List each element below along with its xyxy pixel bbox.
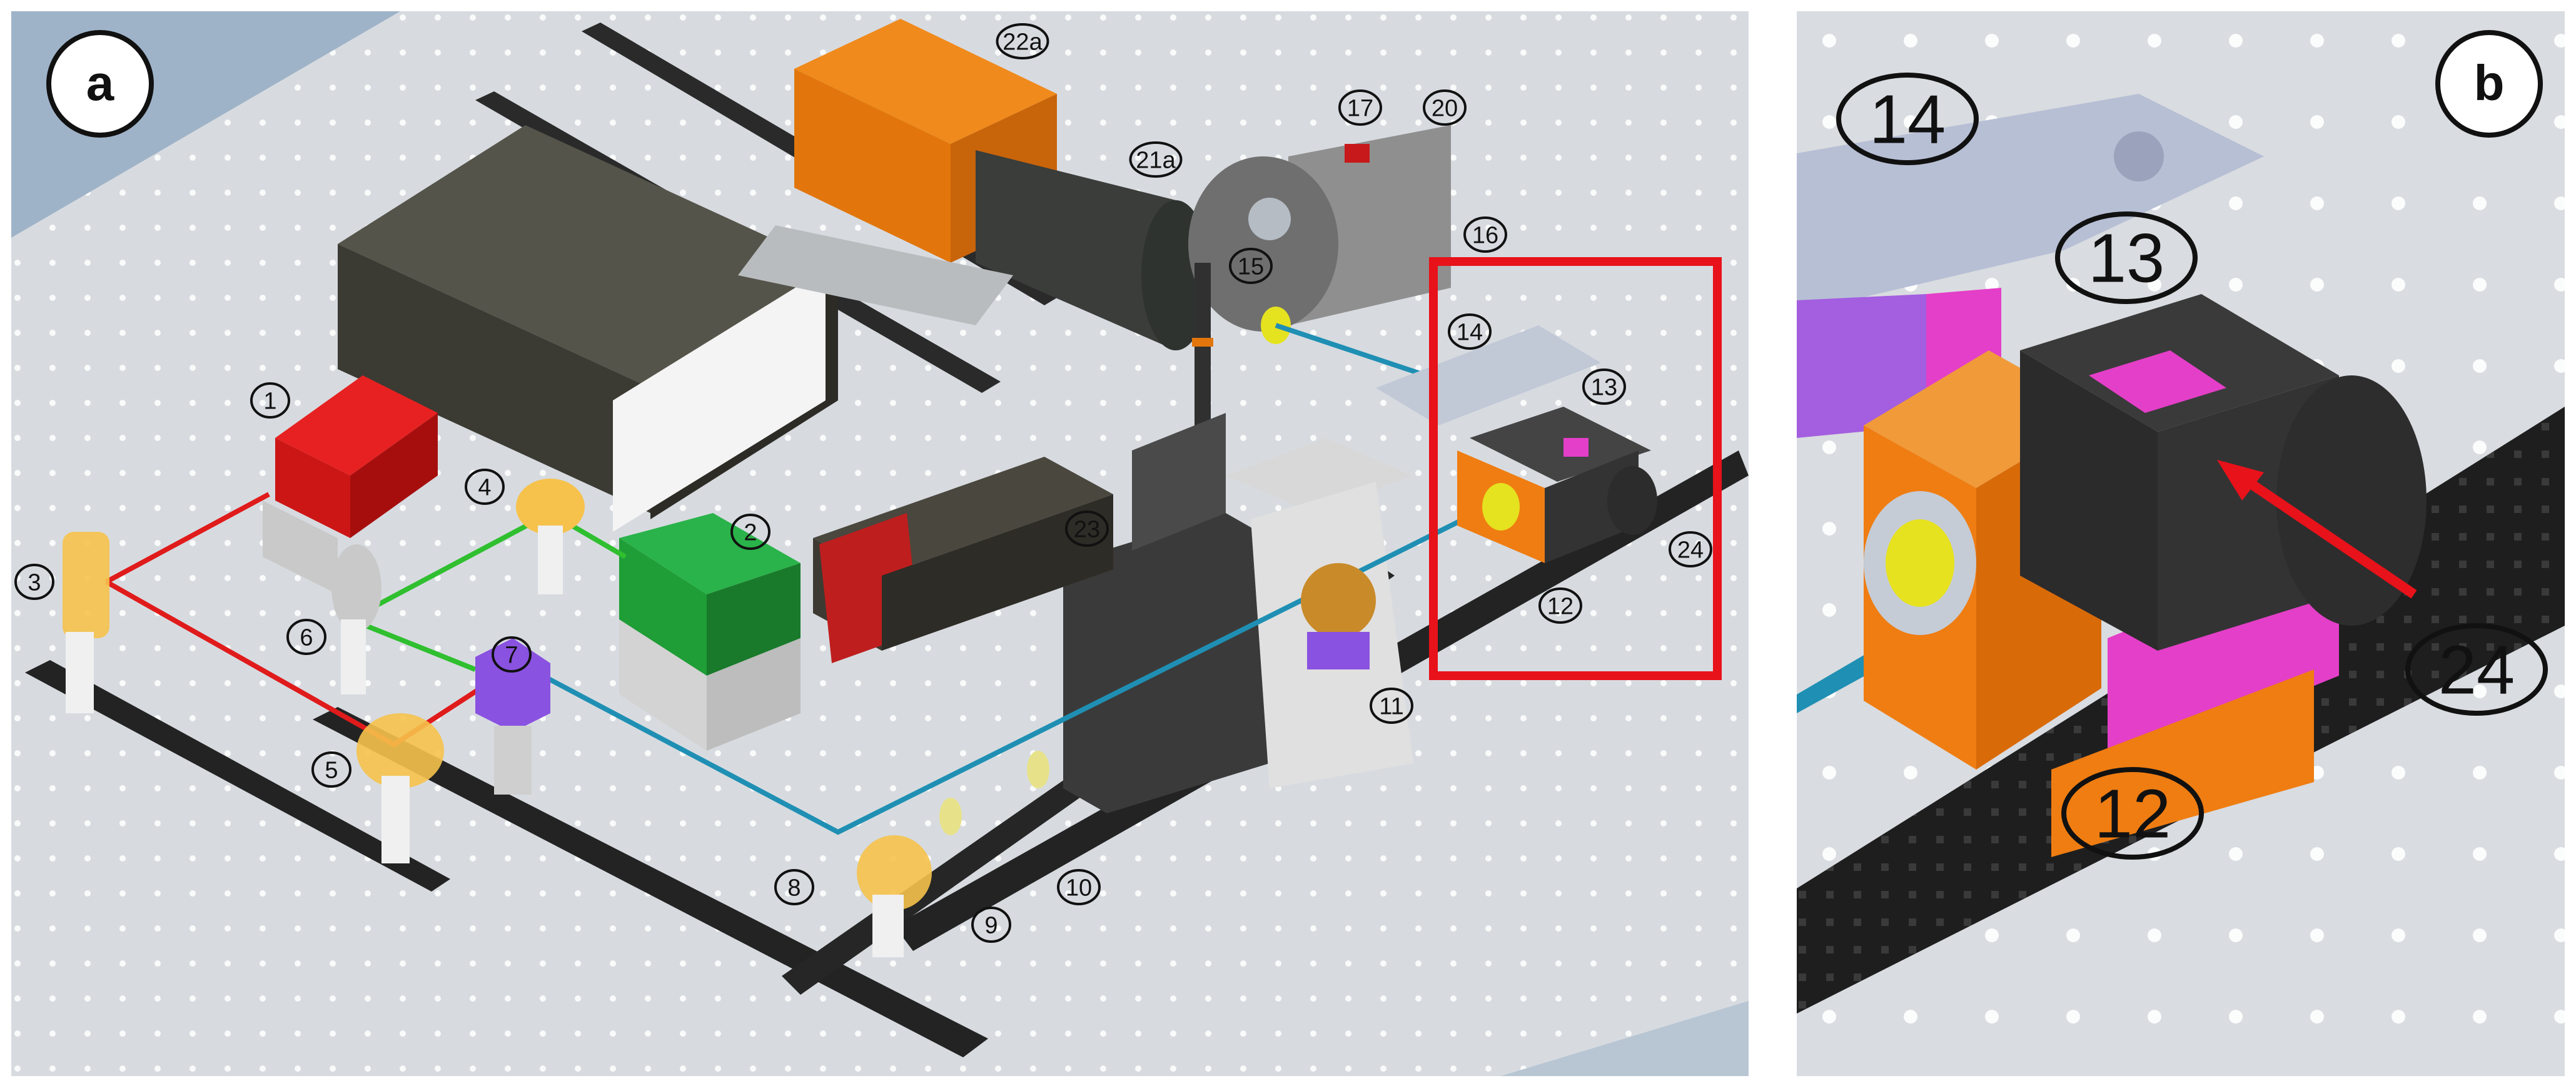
callout-ring-13 xyxy=(2055,211,2198,304)
callout-ring-24 xyxy=(1669,531,1712,567)
callout-ring-10 xyxy=(1057,869,1101,905)
callout-ring-22a xyxy=(996,23,1049,59)
callout-ring-20 xyxy=(1423,89,1467,126)
callout-21a: 21a xyxy=(1136,147,1176,173)
callout-14: 14 xyxy=(1869,81,1946,158)
callout-ring-12 xyxy=(1538,587,1582,624)
panel-b: 14 13 24 12 b xyxy=(1797,11,2565,1076)
element-23 xyxy=(813,457,1113,663)
callout-10: 10 xyxy=(1066,875,1092,901)
callout-ring-23 xyxy=(1065,511,1109,547)
callout-7: 7 xyxy=(505,642,518,668)
callout-ring-14 xyxy=(1836,73,1979,165)
callout-5: 5 xyxy=(325,757,338,783)
callout-ring-24 xyxy=(2405,623,2548,716)
callout-23: 23 xyxy=(1074,516,1100,542)
callout-3: 3 xyxy=(28,569,41,596)
callout-6: 6 xyxy=(300,624,313,651)
highlight-box xyxy=(1429,257,1722,680)
optic-5 xyxy=(356,713,444,788)
callout-ring-8 xyxy=(774,869,814,905)
callout-11: 11 xyxy=(1379,693,1403,719)
callout-ring-21a xyxy=(1129,141,1183,178)
svg-text:a: a xyxy=(86,55,114,111)
arrow-24 xyxy=(2217,460,2417,599)
optic-11 xyxy=(1301,563,1376,638)
callout-ring-14 xyxy=(1448,313,1492,350)
callout-9: 9 xyxy=(984,912,998,938)
callouts-b: 14 13 24 12 xyxy=(1836,73,2548,860)
optic-9 xyxy=(939,798,962,835)
optics xyxy=(63,479,1376,957)
callout-ring-5 xyxy=(311,751,351,788)
callout-22a: 22a xyxy=(1003,29,1043,55)
svg-text:b: b xyxy=(2474,55,2505,111)
cube-13 xyxy=(2020,294,2427,651)
callout-13: 13 xyxy=(1591,374,1617,400)
callout-ring-4 xyxy=(465,469,505,505)
callout-ring-16 xyxy=(1463,216,1507,253)
callout-ring-12 xyxy=(2061,767,2204,860)
callout-1: 1 xyxy=(263,388,276,414)
callout-ring-15 xyxy=(1229,248,1273,284)
callout-20: 20 xyxy=(1432,95,1458,121)
optic-3 xyxy=(63,532,109,638)
optic-6 xyxy=(331,544,381,632)
spectrometer-16 xyxy=(1188,125,1451,332)
callout-16: 16 xyxy=(1472,222,1498,248)
callout-12: 12 xyxy=(2094,776,2171,853)
callout-15: 15 xyxy=(1238,253,1264,280)
callout-24: 24 xyxy=(1677,537,1704,563)
badge-b: b xyxy=(2435,30,2543,138)
callout-ring-11 xyxy=(1370,688,1413,724)
callout-ring-2 xyxy=(730,514,770,550)
callout-ring-17 xyxy=(1338,89,1382,126)
callout-14: 14 xyxy=(1457,319,1483,345)
dark-housing xyxy=(338,125,838,532)
callout-ring-7 xyxy=(492,636,532,673)
callout-12: 12 xyxy=(1547,593,1573,619)
laser-1-red xyxy=(263,375,438,594)
callout-ring-6 xyxy=(286,619,326,655)
callout-4: 4 xyxy=(478,474,491,501)
callout-2: 2 xyxy=(744,519,757,546)
callout-ring-9 xyxy=(971,907,1011,943)
post-15 xyxy=(1192,263,1291,501)
camera-22a xyxy=(738,19,1210,350)
callout-17: 17 xyxy=(1347,95,1373,121)
callout-ring-1 xyxy=(250,382,290,419)
callout-ring-3 xyxy=(14,564,54,600)
callout-8: 8 xyxy=(787,875,801,901)
optic-4 xyxy=(516,479,585,535)
optic-8 xyxy=(857,835,932,910)
callout-13: 13 xyxy=(2088,220,2164,297)
optic-10 xyxy=(1027,751,1049,788)
badge-a: a xyxy=(46,30,154,138)
callout-24: 24 xyxy=(2438,632,2515,709)
callout-ring-13 xyxy=(1582,369,1626,405)
laser-2-green xyxy=(619,513,801,751)
